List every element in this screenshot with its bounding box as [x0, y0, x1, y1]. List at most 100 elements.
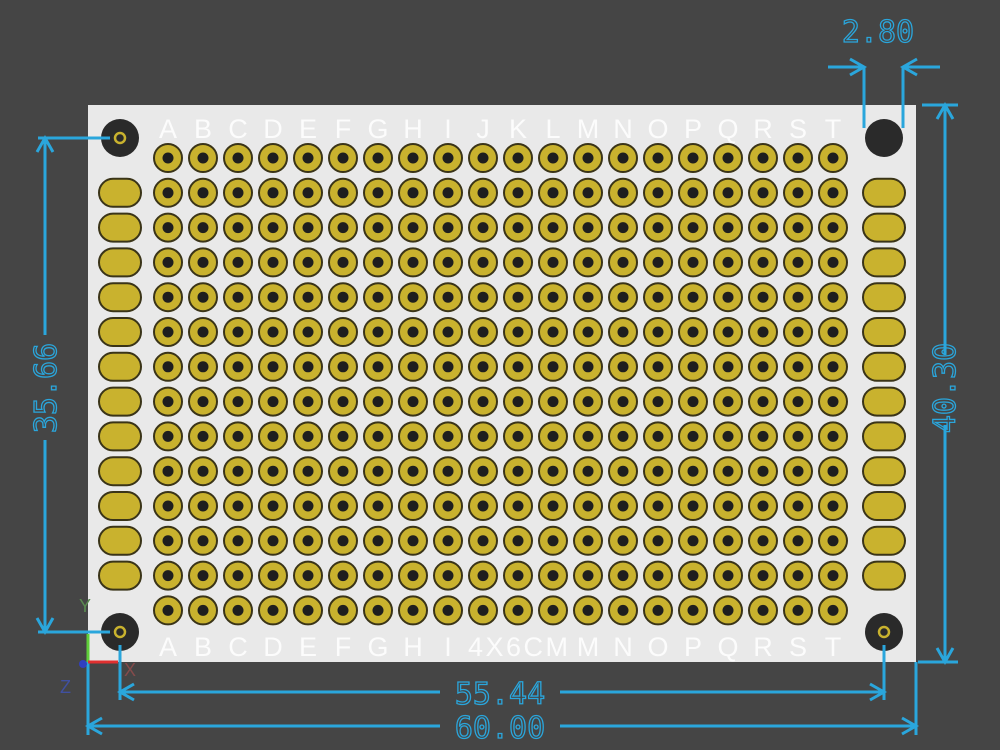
pad — [468, 595, 498, 626]
pad — [433, 143, 463, 173]
pad — [223, 525, 253, 556]
side-pad — [98, 351, 142, 382]
bottom-label: I — [444, 632, 452, 662]
pad — [153, 282, 183, 313]
pad — [538, 282, 568, 313]
dimension-arrow — [116, 682, 135, 702]
pad — [678, 351, 708, 382]
side-pad — [98, 560, 142, 591]
pad — [783, 143, 813, 173]
pad — [328, 212, 358, 243]
pad — [818, 595, 848, 626]
pad — [783, 386, 813, 417]
pad — [258, 491, 288, 521]
pad — [503, 525, 533, 556]
side-pad — [98, 525, 142, 556]
pad — [713, 525, 743, 556]
bottom-label: N — [613, 632, 633, 662]
column-label: F — [335, 114, 352, 144]
pad — [538, 560, 568, 591]
pad — [608, 177, 638, 208]
pad — [538, 421, 568, 452]
pad — [818, 491, 848, 521]
pad — [818, 421, 848, 452]
pad — [363, 177, 393, 208]
pad — [538, 317, 568, 347]
pad — [713, 143, 743, 173]
pad — [363, 247, 393, 278]
column-label: K — [509, 114, 527, 144]
pad — [398, 212, 428, 243]
column-label: T — [825, 114, 842, 144]
pad — [188, 282, 218, 313]
pad — [818, 282, 848, 313]
axis-z-label: Z — [60, 677, 71, 697]
pad — [538, 247, 568, 278]
pad — [188, 525, 218, 556]
pad — [748, 560, 778, 591]
pad — [223, 143, 253, 173]
pad — [713, 212, 743, 243]
dimension-arrow — [935, 101, 955, 120]
pad — [538, 456, 568, 487]
pad — [783, 491, 813, 521]
pad — [678, 212, 708, 243]
pad — [503, 282, 533, 313]
pad — [258, 351, 288, 382]
pad — [328, 560, 358, 591]
pad — [433, 177, 463, 208]
dim-board-width: 60.00 — [455, 711, 545, 746]
pad — [433, 491, 463, 521]
pad — [573, 560, 603, 591]
pad — [153, 247, 183, 278]
pad — [468, 317, 498, 347]
pad — [293, 143, 323, 173]
pad — [468, 456, 498, 487]
pad — [608, 212, 638, 243]
pad — [153, 560, 183, 591]
column-label: E — [299, 114, 317, 144]
pad — [188, 491, 218, 521]
pad — [188, 560, 218, 591]
column-label: B — [194, 114, 212, 144]
pad — [188, 317, 218, 347]
dim-hole-spacing-vertical: 35.66 — [29, 343, 64, 433]
bottom-label: D — [263, 632, 283, 662]
bottom-label: M — [577, 632, 600, 662]
side-pad — [98, 177, 142, 208]
pad — [188, 212, 218, 243]
pad — [783, 421, 813, 452]
pad — [223, 421, 253, 452]
pad — [328, 456, 358, 487]
pad — [468, 525, 498, 556]
pad — [328, 421, 358, 452]
pad — [573, 525, 603, 556]
pad — [573, 143, 603, 173]
pad — [713, 282, 743, 313]
side-pad — [98, 421, 142, 452]
side-pad — [862, 212, 906, 243]
column-label: A — [159, 114, 177, 144]
dimension-arrow — [84, 716, 103, 736]
pad — [433, 386, 463, 417]
side-pad — [98, 282, 142, 313]
pad — [433, 317, 463, 347]
pad — [293, 456, 323, 487]
pad — [608, 386, 638, 417]
pad — [818, 525, 848, 556]
mounting-hole — [865, 119, 903, 157]
side-pad — [98, 317, 142, 347]
pad — [538, 143, 568, 173]
pad — [573, 212, 603, 243]
pad — [153, 491, 183, 521]
pad — [363, 525, 393, 556]
pad — [398, 491, 428, 521]
pad — [573, 386, 603, 417]
pad — [188, 421, 218, 452]
pad — [258, 177, 288, 208]
pad — [258, 212, 288, 243]
pad — [398, 595, 428, 626]
pad — [748, 525, 778, 556]
pad — [223, 282, 253, 313]
pad — [328, 351, 358, 382]
